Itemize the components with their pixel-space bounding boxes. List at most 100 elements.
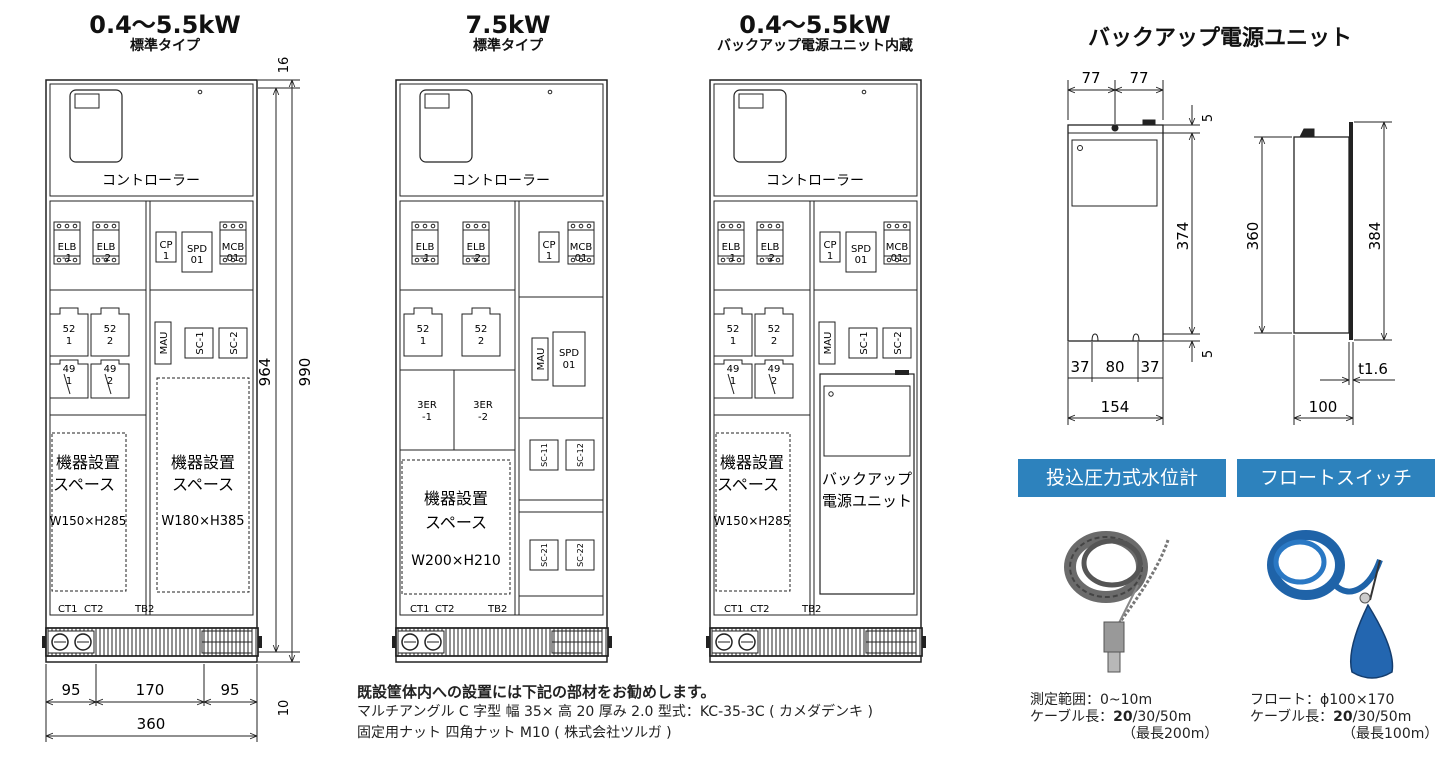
svg-text:W200×H210: W200×H210 [411, 553, 501, 569]
svg-text:ELB: ELB [97, 242, 116, 253]
svg-text:5: 5 [1201, 114, 1216, 122]
svg-text:ELB: ELB [722, 242, 741, 253]
mounting-note-heading: 既設筐体内への設置には下記の部材をお勧めします。 [357, 683, 716, 701]
svg-text:49: 49 [63, 364, 76, 375]
float-spec: フロート：ϕ100×170 [1250, 692, 1395, 708]
svg-text:CT1: CT1 [724, 604, 743, 615]
svg-text:-2: -2 [471, 253, 481, 264]
svg-text:-1: -1 [422, 412, 432, 423]
backup-unit-title: バックアップ電源ユニット [1087, 26, 1352, 51]
svg-text:-2: -2 [765, 253, 775, 264]
svg-text:77: 77 [1081, 69, 1100, 87]
svg-text:ELB: ELB [416, 242, 435, 253]
svg-text:W150×H285: W150×H285 [714, 514, 791, 528]
svg-text:52: 52 [63, 324, 76, 335]
svg-text:37: 37 [1140, 358, 1159, 376]
svg-text:80: 80 [1105, 358, 1124, 376]
svg-text:機器設置: 機器設置 [720, 453, 784, 472]
panel-2-power: 7.5kW [465, 11, 551, 39]
mounting-note: 既設筐体内への設置には下記の部材をお勧めします。 マルチアングル C 字型 幅 … [357, 682, 997, 744]
float-switch-header: フロートスイッチ [1237, 459, 1435, 497]
svg-text:2: 2 [107, 336, 113, 347]
svg-text:1: 1 [66, 376, 72, 387]
svg-text:374: 374 [1174, 222, 1192, 251]
svg-text:機器設置: 機器設置 [424, 489, 488, 508]
svg-text:MCB: MCB [886, 242, 909, 253]
water-level-sensor-header: 投込圧力式水位計 [1018, 459, 1226, 497]
svg-text:CT1: CT1 [58, 604, 77, 615]
panel-3-power: 0.4〜5.5kW [739, 11, 891, 39]
panel-1-dimensions [45, 79, 300, 742]
svg-text:CP: CP [823, 240, 836, 251]
svg-text:-1: -1 [726, 253, 736, 264]
backup-unit-side-view [1254, 121, 1395, 425]
svg-text:MCB: MCB [570, 242, 593, 253]
svg-text:ELB: ELB [467, 242, 486, 253]
cable-spec: ケーブル長：20/30/50m [1250, 709, 1412, 725]
svg-text:MAU: MAU [159, 332, 170, 355]
svg-text:2: 2 [478, 336, 484, 347]
svg-text:52: 52 [768, 324, 781, 335]
controller-label: コントローラー [102, 173, 200, 189]
svg-text:2: 2 [771, 376, 777, 387]
svg-text:SC-21: SC-21 [540, 543, 549, 567]
svg-text:100: 100 [1309, 398, 1338, 416]
svg-text:01: 01 [855, 255, 868, 266]
svg-text:01: 01 [563, 360, 576, 371]
panel-1-title: 0.4〜5.5kW 標準タイプ [40, 12, 290, 54]
svg-text:95: 95 [220, 681, 239, 699]
float-switch-image [1267, 530, 1394, 679]
svg-text:MAU: MAU [823, 332, 834, 355]
svg-text:2: 2 [107, 376, 113, 387]
water-level-sensor-specs: 測定範囲：0~10m ケーブル長：20/30/50m （最長200m） [1030, 692, 1230, 743]
max-cable-spec: （最長100m） [1342, 726, 1435, 742]
svg-text:W180×H385: W180×H385 [161, 514, 244, 529]
svg-text:-2: -2 [478, 412, 488, 423]
svg-text:MCB: MCB [222, 242, 245, 253]
svg-text:384: 384 [1366, 222, 1384, 251]
panel-2-title: 7.5kW 標準タイプ [383, 12, 633, 54]
backup-unit-front-view [1067, 80, 1200, 425]
svg-text:TB2: TB2 [801, 604, 821, 615]
svg-text:-1: -1 [62, 253, 72, 264]
svg-text:-1: -1 [420, 253, 430, 264]
svg-text:SPD: SPD [187, 244, 207, 255]
svg-text:360: 360 [137, 715, 166, 733]
svg-text:SPD: SPD [559, 348, 579, 359]
svg-text:1: 1 [66, 336, 72, 347]
svg-text:1: 1 [730, 336, 736, 347]
svg-text:SC-2: SC-2 [229, 331, 240, 354]
svg-text:SC-11: SC-11 [540, 443, 549, 467]
svg-text:MAU: MAU [536, 348, 547, 371]
svg-text:CP: CP [542, 240, 555, 251]
svg-text:W150×H285: W150×H285 [50, 514, 127, 528]
svg-text:95: 95 [61, 681, 80, 699]
svg-text:スペース: スペース [425, 513, 487, 532]
svg-text:ELB: ELB [761, 242, 780, 253]
svg-text:49: 49 [104, 364, 117, 375]
svg-text:SC-22: SC-22 [576, 543, 585, 567]
panel-3-type: バックアップ電源ユニット内蔵 [717, 38, 913, 54]
svg-text:52: 52 [475, 324, 488, 335]
svg-text:01: 01 [191, 255, 204, 266]
svg-text:16: 16 [277, 57, 292, 74]
svg-text:154: 154 [1101, 398, 1130, 416]
svg-text:3ER: 3ER [417, 400, 437, 411]
svg-text:49: 49 [768, 364, 781, 375]
svg-text:機器設置: 機器設置 [56, 453, 120, 472]
svg-text:SC-1: SC-1 [195, 331, 206, 354]
svg-text:バックアップ: バックアップ [822, 470, 912, 488]
water-level-sensor-image [1064, 531, 1170, 673]
svg-text:スペース: スペース [717, 475, 779, 494]
panel-1-type: 標準タイプ [130, 38, 200, 54]
svg-text:1: 1 [546, 251, 552, 262]
svg-text:SC-1: SC-1 [859, 331, 870, 354]
svg-text:スペース: スペース [53, 475, 115, 494]
svg-text:電源ユニット: 電源ユニット [822, 492, 912, 510]
svg-text:52: 52 [417, 324, 430, 335]
svg-text:スペース: スペース [172, 475, 234, 494]
svg-text:1: 1 [827, 251, 833, 262]
svg-text:01: 01 [227, 253, 240, 264]
